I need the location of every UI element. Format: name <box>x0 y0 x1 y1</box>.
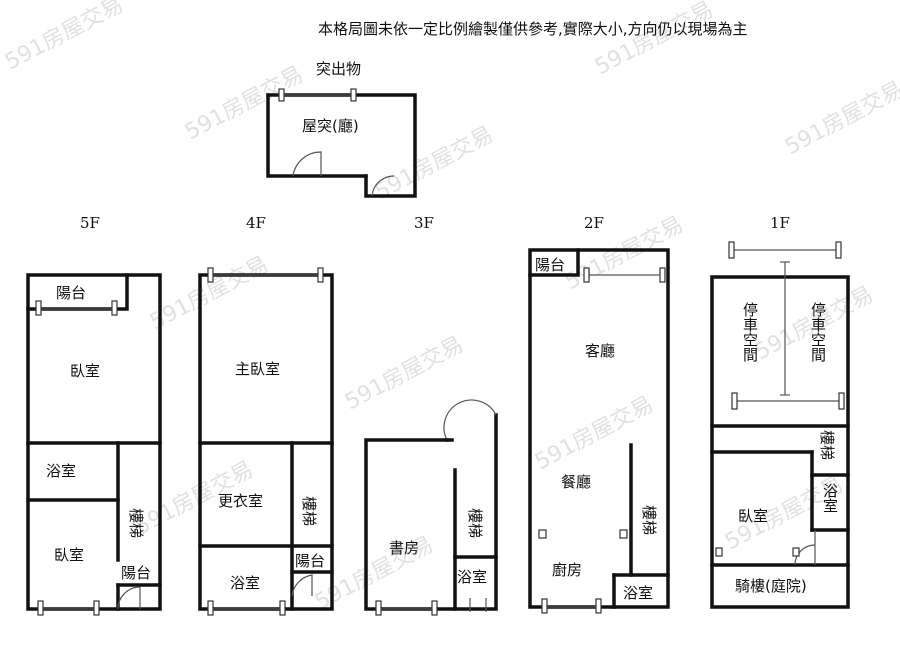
room-label: 臥室 <box>738 507 768 525</box>
room-label: 陽台 <box>121 564 151 582</box>
rooftop-room-label: 屋突(廳) <box>302 117 359 135</box>
stairs-label: 樓梯 <box>640 505 658 535</box>
floor-label-3f: 3F <box>414 214 434 232</box>
stairs-label: 樓梯 <box>466 508 484 538</box>
room-label: 客廳 <box>585 342 615 360</box>
room-label: 停車空間 <box>741 302 759 363</box>
room-label: 餐廳 <box>561 473 591 491</box>
room-label: 臥室 <box>54 546 84 564</box>
rooftop-caption: 突出物 <box>316 60 361 78</box>
floor-4f: 4F 主臥室 更衣室 樓梯 浴室 陽台 <box>198 214 334 616</box>
room-label: 騎樓(庭院) <box>735 577 807 595</box>
room-label: 更衣室 <box>218 492 263 510</box>
watermark: 591房屋交易 <box>181 62 308 145</box>
room-label: 停車空間 <box>809 302 827 363</box>
room-label: 主臥室 <box>235 360 280 378</box>
room-label: 浴室 <box>623 584 653 602</box>
watermark: 591房屋交易 <box>591 0 718 80</box>
watermark: 591房屋交易 <box>1 0 128 75</box>
floor-label-2f: 2F <box>584 214 604 232</box>
watermark: 591房屋交易 <box>146 252 273 335</box>
room-label: 陽台 <box>295 552 325 570</box>
floor-label-5f: 5F <box>80 214 100 232</box>
watermark: 591房屋交易 <box>531 392 658 475</box>
room-label: 浴室 <box>230 574 260 592</box>
room-label: 浴室 <box>46 462 76 480</box>
rooftop-plan: 屋突(廳) <box>266 88 417 198</box>
room-label: 浴室 <box>457 568 487 586</box>
stairs-label: 樓梯 <box>127 508 145 538</box>
room-label: 陽台 <box>56 284 86 302</box>
room-label: 陽台 <box>535 256 565 274</box>
stairs-label: 樓梯 <box>818 430 836 460</box>
watermark: 591房屋交易 <box>781 77 900 160</box>
room-label: 臥室 <box>70 362 100 380</box>
floor-3f: 3F 書房 樓梯 浴室 <box>364 214 498 616</box>
floor-5f: 5F 陽台 臥室 浴室 臥室 樓梯 陽台 <box>26 214 162 616</box>
room-label: 廚房 <box>552 561 582 579</box>
room-label: 浴室 <box>821 483 839 513</box>
floor-2f: 2F 陽台 客廳 餐廳 廚房 樓梯 浴室 <box>528 214 670 614</box>
room-label: 書房 <box>389 539 419 557</box>
stairs-label: 樓梯 <box>300 496 318 526</box>
floor-1f: 1F 停車空間 停車空間 樓梯 臥室 浴室 騎樓(庭院) <box>710 214 850 609</box>
floor-label-4f: 4F <box>246 214 266 232</box>
floor-label-1f: 1F <box>770 214 790 232</box>
watermark: 591房屋交易 <box>371 122 498 205</box>
disclaimer-note: 本格局圖未依一定比例繪製僅供參考,實際大小,方向仍以現場為主 <box>318 20 748 38</box>
watermark: 591房屋交易 <box>341 332 468 415</box>
